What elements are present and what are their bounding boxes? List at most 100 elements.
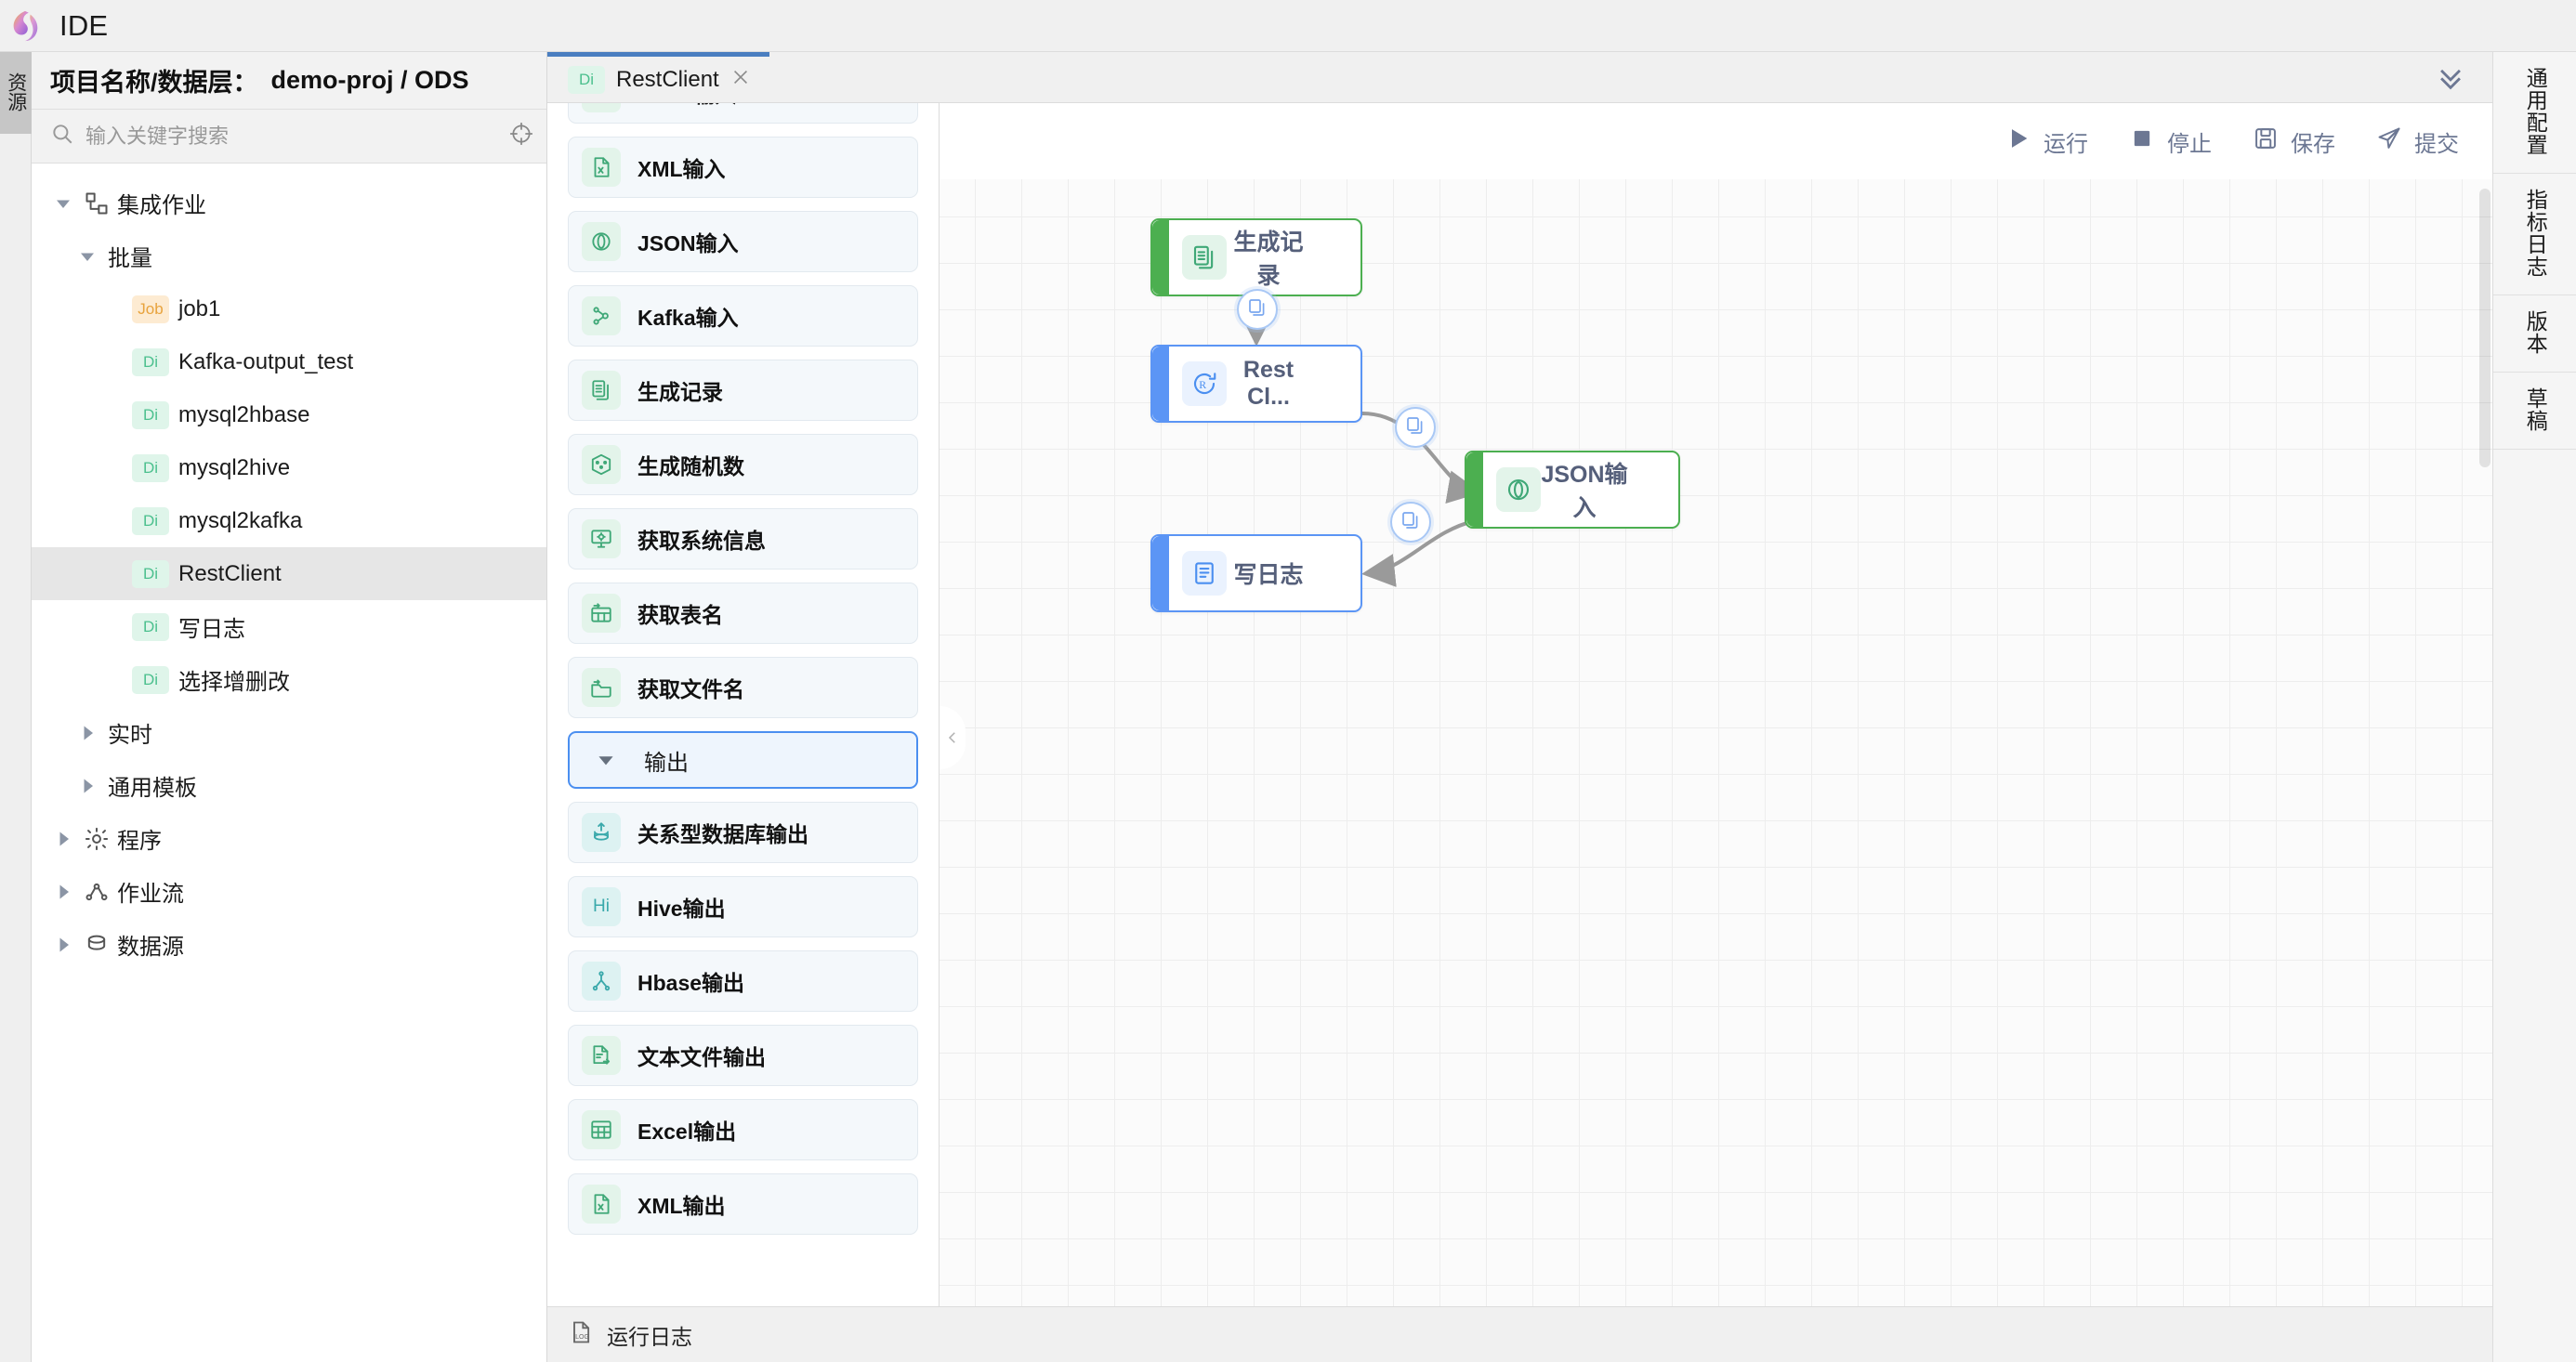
excel-icon — [582, 1110, 621, 1149]
node-label: 写日志 — [1233, 562, 1304, 588]
palette-item-label: 获取文件名 — [637, 677, 744, 701]
flow-node-n3[interactable]: JSON输入 — [1465, 451, 1680, 529]
palette-item-label: Excel输出 — [637, 1120, 737, 1144]
palette-item[interactable]: Excel输入 — [568, 103, 918, 124]
palette-item[interactable]: Excel输出 — [568, 1099, 918, 1160]
log-file-icon: LOG — [568, 1319, 594, 1350]
right-rail-item-2[interactable]: 版本 — [2493, 295, 2576, 373]
xml-file-icon — [582, 148, 621, 187]
palette-item[interactable]: 获取系统信息 — [568, 508, 918, 570]
chevron-right-icon[interactable] — [52, 828, 74, 850]
flow-hop-h2[interactable] — [1395, 407, 1436, 448]
flow-node-n1[interactable]: 生成记录 — [1150, 218, 1362, 296]
palette-item-label: 生成记录 — [637, 380, 723, 404]
right-rail-item-3[interactable]: 草稿 — [2493, 373, 2576, 450]
palette-item[interactable]: 生成记录 — [568, 360, 918, 421]
tree-item-label: 选择增删改 — [178, 670, 290, 695]
palette-item[interactable]: Kafka输入 — [568, 285, 918, 347]
canvas-vertical-scrollbar[interactable] — [2479, 189, 2491, 467]
palette-item[interactable]: JSON输入 — [568, 211, 918, 272]
tree-item-label: 批量 — [108, 246, 152, 271]
palette-icon-lettermark: Hi — [593, 897, 610, 916]
tree-item-通用模板[interactable]: 通用模板 — [32, 759, 546, 812]
tree-item-badge: Job — [132, 295, 169, 323]
chevron-right-icon[interactable] — [52, 881, 74, 903]
palette-item[interactable]: 生成随机数 — [568, 434, 918, 495]
palette-item[interactable]: 获取表名 — [568, 583, 918, 644]
toolbar-button-play[interactable]: 运行 — [2005, 125, 2088, 158]
canvas-toolbar: 运行 停止 保存 提交 — [940, 103, 2492, 179]
chevron-right-icon[interactable] — [76, 722, 99, 744]
chevron-down-icon[interactable] — [594, 748, 618, 772]
tree-item-集成作业[interactable]: 集成作业 — [32, 177, 546, 229]
tree-item-label: mysql2kafka — [178, 507, 303, 533]
tree-item-实时[interactable]: 实时 — [32, 706, 546, 759]
chevron-double-down-icon[interactable] — [2435, 61, 2466, 93]
palette-item-label: JSON输入 — [637, 231, 739, 255]
tree-item-作业流[interactable]: 作业流 — [32, 865, 546, 918]
tree-item-写日志[interactable]: Di 写日志 — [32, 600, 546, 653]
chevron-down-icon[interactable] — [76, 245, 99, 268]
palette-item[interactable]: XML输入 — [568, 137, 918, 198]
kafka-icon — [582, 296, 621, 335]
editor-tabbar: Di RestClient — [547, 52, 2492, 103]
save-icon — [2253, 125, 2279, 158]
tree-item-badge: Di — [132, 612, 169, 641]
tree-item-程序[interactable]: 程序 — [32, 812, 546, 865]
palette-item[interactable]: Hbase输出 — [568, 950, 918, 1012]
right-rail-item-0[interactable]: 通用配置 — [2493, 52, 2576, 174]
search-input[interactable] — [74, 123, 509, 150]
toolbar-button-submit[interactable]: 提交 — [2376, 125, 2459, 158]
palette-item-label: 获取表名 — [637, 603, 723, 627]
flow-hop-h1[interactable] — [1237, 289, 1278, 330]
close-icon[interactable] — [730, 67, 751, 92]
tree-item-label: 程序 — [117, 829, 162, 854]
hive-icon: Hi — [582, 887, 621, 926]
right-rail-item-1[interactable]: 指标日志 — [2493, 174, 2576, 295]
right-rail: 通用配置指标日志版本草稿 — [2492, 52, 2576, 1362]
bottom-bar[interactable]: LOG 运行日志 — [547, 1306, 2492, 1362]
palette-item-label: 生成随机数 — [637, 454, 744, 478]
hbase-icon — [582, 962, 621, 1001]
tree-item-数据源[interactable]: 数据源 — [32, 918, 546, 971]
play-icon — [2005, 125, 2031, 158]
tab-restclient[interactable]: Di RestClient — [547, 52, 769, 102]
palette-item[interactable]: XML输出 — [568, 1173, 918, 1235]
toolbar-button-stop[interactable]: 停止 — [2129, 125, 2212, 158]
target-icon[interactable] — [509, 122, 533, 151]
svg-text:R: R — [1199, 378, 1206, 391]
left-rail: 资源 — [0, 52, 32, 1362]
tree-item-label: 写日志 — [178, 617, 245, 642]
chevron-down-icon[interactable] — [52, 192, 74, 215]
tree-item-mysql2kafka[interactable]: Di mysql2kafka — [32, 494, 546, 547]
rail-tab-resources[interactable]: 资源 — [0, 52, 32, 134]
tree-item-批量[interactable]: 批量 — [32, 229, 546, 282]
palette-item[interactable]: 关系型数据库输出 — [568, 802, 918, 863]
flow-node-n4[interactable]: 写日志 — [1150, 534, 1362, 612]
palette-item[interactable]: 获取文件名 — [568, 657, 918, 718]
toolbar-button-save[interactable]: 保存 — [2253, 125, 2335, 158]
tree-item-badge: Di — [132, 506, 169, 535]
chevron-right-icon[interactable] — [76, 775, 99, 797]
palette-group-output[interactable]: 输出 — [568, 731, 918, 789]
bottom-bar-label: 运行日志 — [607, 1324, 692, 1349]
palette-item-label: Hive输出 — [637, 897, 726, 921]
explorer-sidebar: 项目名称/数据层： demo-proj / ODS 集成作业批量Jobjob1D… — [32, 52, 547, 1362]
dice-icon — [582, 445, 621, 484]
flow-hop-h3[interactable] — [1390, 502, 1431, 543]
palette-item[interactable]: Hi Hive输出 — [568, 876, 918, 937]
node-accent-strip — [1152, 347, 1169, 421]
chevron-right-icon[interactable] — [52, 934, 74, 956]
copy-hop-icon — [1246, 296, 1268, 323]
palette-item[interactable]: 文本文件输出 — [568, 1025, 918, 1086]
